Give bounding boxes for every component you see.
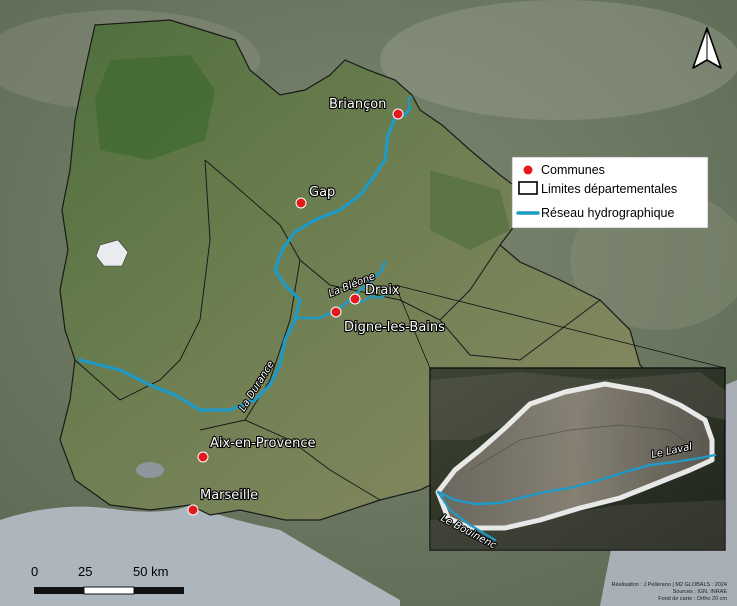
credit-realisation: Réalisation : J.Pellerano | M2 GLOBALS :… bbox=[612, 582, 727, 588]
commune-dot-marseille[interactable] bbox=[187, 504, 199, 516]
label-aix: Aix-en-Provence bbox=[210, 436, 316, 451]
legend-commune-symbol bbox=[523, 165, 533, 175]
scale-bar: 0 25 50 km bbox=[31, 564, 184, 595]
scale-segment-1 bbox=[34, 587, 84, 594]
river-durance bbox=[78, 106, 412, 412]
label-digne: Digne-les-Bains bbox=[344, 320, 445, 335]
river-durance-source bbox=[406, 95, 413, 109]
inset-river-laval bbox=[436, 453, 717, 506]
inset-connector-right bbox=[394, 284, 726, 369]
inset-texture bbox=[430, 372, 725, 550]
label-marseille: Marseille bbox=[200, 488, 258, 503]
north-arrow-icon bbox=[692, 27, 722, 69]
legend-limit-symbol bbox=[518, 181, 538, 195]
legend-reseau: Réseau hydrographique bbox=[541, 206, 674, 220]
scale-label-0: 0 bbox=[31, 564, 38, 579]
credit-sources: Sources : IGN, INRAE bbox=[673, 589, 728, 595]
commune-dot-gap[interactable] bbox=[295, 197, 307, 209]
scale-segment-2 bbox=[83, 586, 135, 595]
credits: Réalisation : J.Pellerano | M2 GLOBALS :… bbox=[612, 582, 728, 602]
commune-dot-draix[interactable] bbox=[349, 293, 361, 305]
label-gap: Gap bbox=[309, 185, 335, 200]
inset-river-bouinenc bbox=[436, 490, 497, 542]
inset-ridge bbox=[469, 424, 691, 471]
inset-basin bbox=[435, 381, 715, 531]
credit-fond: Fond de carte : Ortho 20 cm bbox=[658, 596, 727, 602]
legend-communes: Communes bbox=[541, 163, 605, 177]
legend: Communes Limites départementales Réseau … bbox=[511, 156, 709, 229]
commune-points bbox=[187, 108, 404, 516]
inset-connector-left bbox=[394, 284, 431, 369]
commune-dot-digne[interactable] bbox=[330, 306, 342, 318]
scale-segment-3 bbox=[134, 587, 184, 594]
sea bbox=[0, 505, 400, 606]
legend-box bbox=[511, 156, 709, 229]
department-boundaries bbox=[74, 159, 601, 501]
forest-patch bbox=[95, 55, 215, 160]
label-briancon: Briançon bbox=[329, 97, 386, 112]
forest-patch-2 bbox=[430, 170, 510, 250]
scale-label-25: 25 bbox=[78, 564, 92, 579]
legend-limites: Limites départementales bbox=[541, 182, 677, 196]
commune-dot-aix[interactable] bbox=[197, 451, 209, 463]
scale-label-50: 50 km bbox=[133, 564, 168, 579]
commune-dot-briancon[interactable] bbox=[392, 108, 404, 120]
label-draix: Draix bbox=[365, 283, 400, 298]
etang bbox=[136, 462, 164, 478]
lake bbox=[95, 239, 129, 267]
inset-map: Le Laval Le Bouinenc bbox=[429, 367, 726, 553]
